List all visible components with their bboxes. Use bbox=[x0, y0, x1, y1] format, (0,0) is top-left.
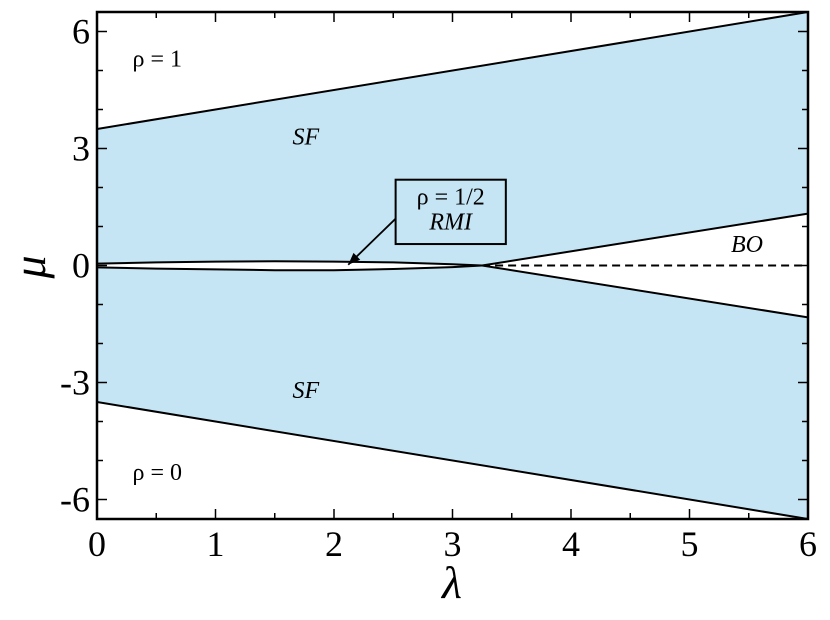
line-lobe-upper bbox=[97, 260, 483, 267]
phase-label-sf: SF bbox=[293, 125, 320, 151]
y-tick-label: 3 bbox=[72, 129, 90, 169]
density-label: ρ = 1 bbox=[133, 47, 183, 73]
y-tick-label: -3 bbox=[60, 363, 90, 403]
phase-label-sf: SF bbox=[293, 378, 320, 404]
tick-labels: 0 1 2 3 4 5 6 -6 -3 0 3 6 bbox=[60, 12, 817, 565]
callout-phase-label: RMI bbox=[428, 210, 473, 236]
line-bo-upper bbox=[481, 212, 808, 267]
sf-region-upper bbox=[97, 12, 808, 266]
x-tick-label: 4 bbox=[562, 524, 580, 564]
x-tick-label: 3 bbox=[444, 524, 462, 564]
y-axis-label: μ bbox=[4, 255, 55, 279]
x-tick-label: 6 bbox=[799, 524, 817, 564]
plot-area bbox=[97, 12, 808, 519]
boundary-lines bbox=[97, 12, 808, 519]
callout-density-label: ρ = 1/2 bbox=[417, 185, 485, 211]
callout-box bbox=[394, 178, 507, 246]
axis-ticks bbox=[96, 12, 809, 519]
line-upper-sf-boundary bbox=[97, 12, 808, 130]
callout-arrow-head bbox=[348, 252, 361, 265]
x-tick-label: 1 bbox=[207, 524, 225, 564]
line-lower-sf-boundary bbox=[97, 401, 808, 519]
density-label: ρ = 0 bbox=[133, 460, 183, 486]
phase-label-bo: BO bbox=[731, 232, 763, 258]
y-tick-label: -6 bbox=[60, 480, 90, 520]
x-tick-label: 0 bbox=[88, 524, 106, 564]
line-bo-lower bbox=[481, 264, 808, 319]
x-tick-label: 5 bbox=[681, 524, 699, 564]
y-tick-label: 0 bbox=[72, 246, 90, 286]
line-lobe-lower bbox=[97, 264, 483, 272]
sf-region-lower bbox=[97, 265, 808, 519]
x-axis-label: λ bbox=[440, 557, 462, 608]
y-tick-label: 6 bbox=[72, 12, 90, 52]
x-tick-label: 2 bbox=[325, 524, 343, 564]
